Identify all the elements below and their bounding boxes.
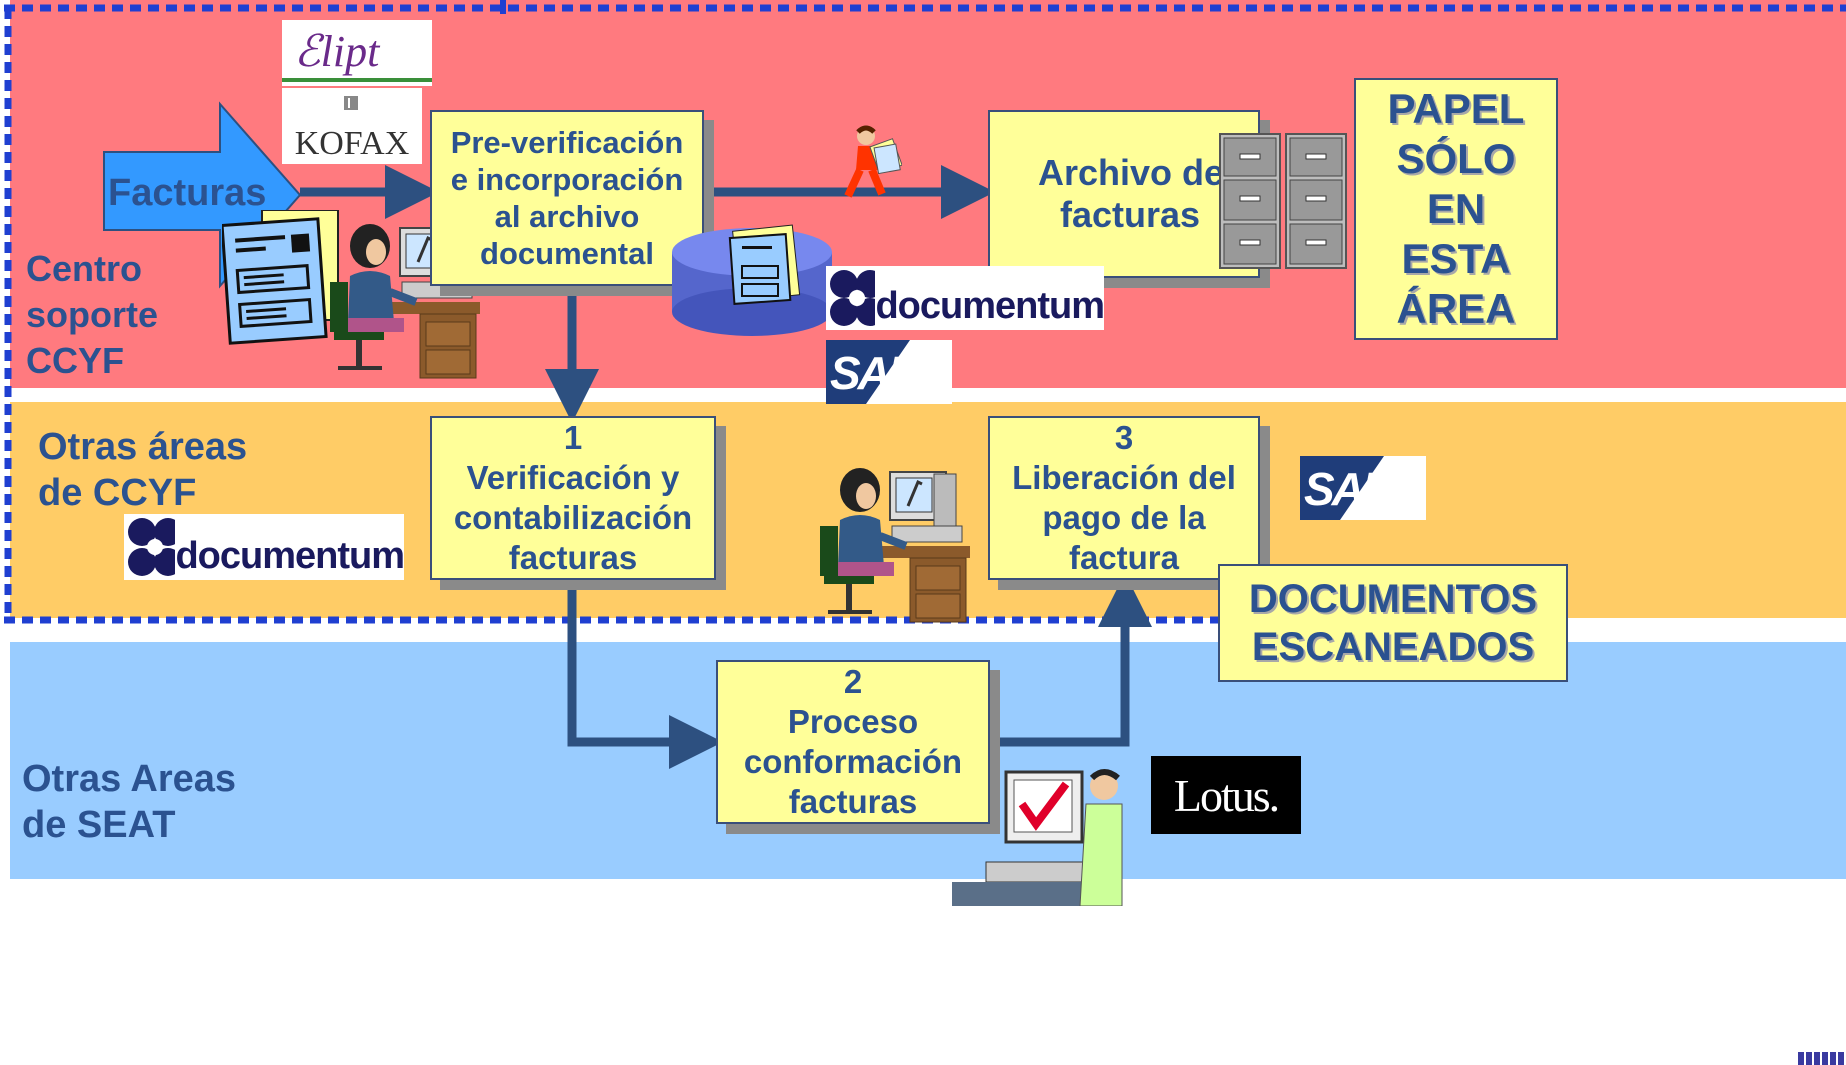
filing-cabinets-icon [1219, 133, 1347, 269]
arrow-verif-to-conform [567, 582, 723, 769]
eliptic-logo: ℰlipt [282, 20, 432, 86]
sap-logo-top: SAP [826, 340, 952, 404]
approver-with-checkmark-icon [952, 769, 1123, 906]
documentum-logo-top: documentum [826, 266, 1105, 330]
documentum-logo-mid: documentum [124, 514, 405, 580]
svg-text:ℰlipt: ℰlipt [294, 27, 381, 76]
document-database-icon [672, 224, 832, 336]
arrow-conform-to-liberacion [990, 573, 1152, 747]
seat-logo-fragment [1798, 1052, 1846, 1065]
courier-carrying-papers-icon [844, 125, 902, 198]
svg-text:KOFAX: KOFAX [295, 125, 410, 162]
scanned-document-icon [222, 210, 339, 345]
lotus-logo: Lotus. [1151, 756, 1301, 834]
sap-logo-mid: SAP [1300, 456, 1426, 520]
kofax-logo: KOFAX [282, 88, 422, 164]
worker-at-computer-icon-mid [820, 468, 970, 623]
facturas-label: Facturas [108, 172, 267, 214]
